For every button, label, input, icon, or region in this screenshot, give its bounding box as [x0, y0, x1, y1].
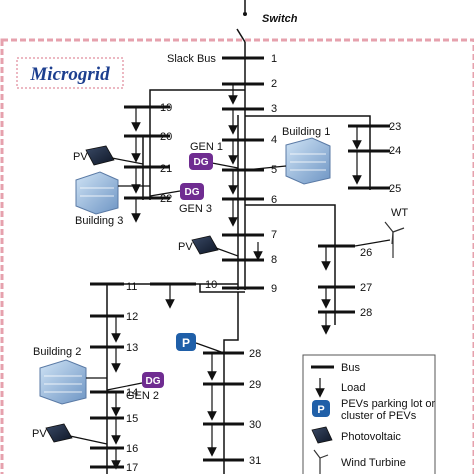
- bus-20-label: 20: [160, 131, 172, 143]
- bus-28-label: 28: [360, 307, 372, 319]
- bus-9-label: 9: [271, 283, 277, 295]
- bus-19-label: 19: [160, 102, 172, 114]
- microgrid-title-box: [16, 57, 124, 89]
- bus-3-label: 3: [271, 103, 277, 115]
- bus-23-label: 23: [389, 121, 401, 133]
- microgrid-title: Microgrid: [29, 64, 110, 85]
- dg-gen3-badge-text: DG: [185, 187, 200, 198]
- bus-22-label: 22: [160, 193, 172, 205]
- branch-right-upper-buses: [348, 124, 390, 190]
- bus-6-label: 6: [271, 194, 277, 206]
- bus-15-label: 15: [126, 413, 138, 425]
- microgrid-frame: [0, 38, 474, 474]
- legend-pev-label-line2: cluster of PEVs: [341, 410, 417, 422]
- pev-parking-icon: [176, 333, 196, 351]
- branch-left-lower-loads: [111, 284, 175, 470]
- bus-4-label: 4: [271, 134, 277, 146]
- legend-wind-turbine-icon: [313, 449, 329, 474]
- bus-17-label: 17: [126, 462, 138, 474]
- bus-8-label: 8: [271, 254, 277, 266]
- pv-panel-icon: [85, 145, 144, 166]
- dg-gen1-badge-text: DG: [194, 157, 209, 168]
- bus-11-label: 11: [126, 281, 137, 293]
- gen1-label: GEN 1: [190, 141, 223, 153]
- bus-12-label: 12: [126, 311, 138, 323]
- building-2-icon: [39, 359, 107, 405]
- wt-label: WT: [391, 207, 408, 219]
- dg-gen3-badge: [180, 183, 204, 200]
- bus-14-label: 14: [126, 387, 138, 399]
- bus-13-label: 13: [126, 342, 138, 354]
- main-feeder: [237, 58, 246, 290]
- gen2-label: GEN 2: [126, 390, 159, 402]
- bus-5-label: 5: [271, 164, 277, 176]
- pv-label: PV: [32, 428, 47, 440]
- gen3-label: GEN 3: [179, 203, 212, 215]
- branch-right-lower: [245, 204, 336, 325]
- bus-1-label: 1: [271, 53, 277, 65]
- bus-31-label: 30: [249, 419, 261, 431]
- svg-text:P: P: [317, 404, 324, 416]
- bus-7-label: 7: [271, 229, 277, 241]
- switch-label: Switch: [262, 13, 298, 25]
- bus-32-label: 31: [249, 455, 261, 467]
- bus-21-label: 21: [160, 163, 172, 175]
- bus-27-label: 27: [360, 282, 372, 294]
- wind-turbine-icon: [354, 221, 405, 258]
- legend-load-label: Load: [341, 382, 365, 394]
- building-2-label: Building 2: [33, 346, 81, 358]
- slack-bus-label: Slack Bus: [167, 53, 216, 65]
- legend-bus-label: Bus: [341, 362, 360, 374]
- legend-pev-label-line1: PEVs parking lot or: [341, 398, 435, 410]
- dg-gen2-badge: [142, 372, 164, 388]
- branch-left-upper-buses: [124, 105, 170, 200]
- main-loads: [228, 84, 263, 261]
- building-3-label: Building 3: [75, 215, 123, 227]
- legend-pv-label: Photovoltaic: [341, 431, 401, 443]
- pev-parking-badge: P: [182, 336, 190, 350]
- bus-30-label: 29: [249, 379, 261, 391]
- bus-24-label: 24: [389, 145, 401, 157]
- building-1-icon: [244, 137, 331, 185]
- building-3-icon: [75, 171, 150, 215]
- bus-26-label: 26: [360, 247, 372, 259]
- building-1-label: Building 1: [282, 126, 330, 138]
- main-buses: [222, 56, 264, 290]
- legend-wt-label: Wind Turbine: [341, 457, 406, 469]
- branch-right-lower-buses: [318, 244, 355, 314]
- bus-16-label: 16: [126, 443, 138, 455]
- legend-pv-icon: [311, 426, 333, 444]
- legend-pev-icon: [312, 400, 330, 417]
- pv-panel-icon: [45, 423, 108, 445]
- branch-right-upper: [245, 115, 371, 190]
- switch-icon: [236, 0, 247, 58]
- pv-label: PV: [178, 241, 193, 253]
- pv-panel-icon: [191, 235, 239, 257]
- bus-25-label: 25: [389, 183, 401, 195]
- bus-29-label: 28: [249, 348, 261, 360]
- bus-10-label: 10: [205, 279, 217, 291]
- pv-label: PV: [73, 151, 88, 163]
- dg-gen1-badge: [189, 153, 213, 170]
- branch-left-lower-buses: [90, 282, 196, 469]
- branch-center-lower: [223, 292, 239, 474]
- dg-gen2-badge-text: DG: [146, 376, 161, 387]
- bus-2-label: 2: [271, 78, 277, 90]
